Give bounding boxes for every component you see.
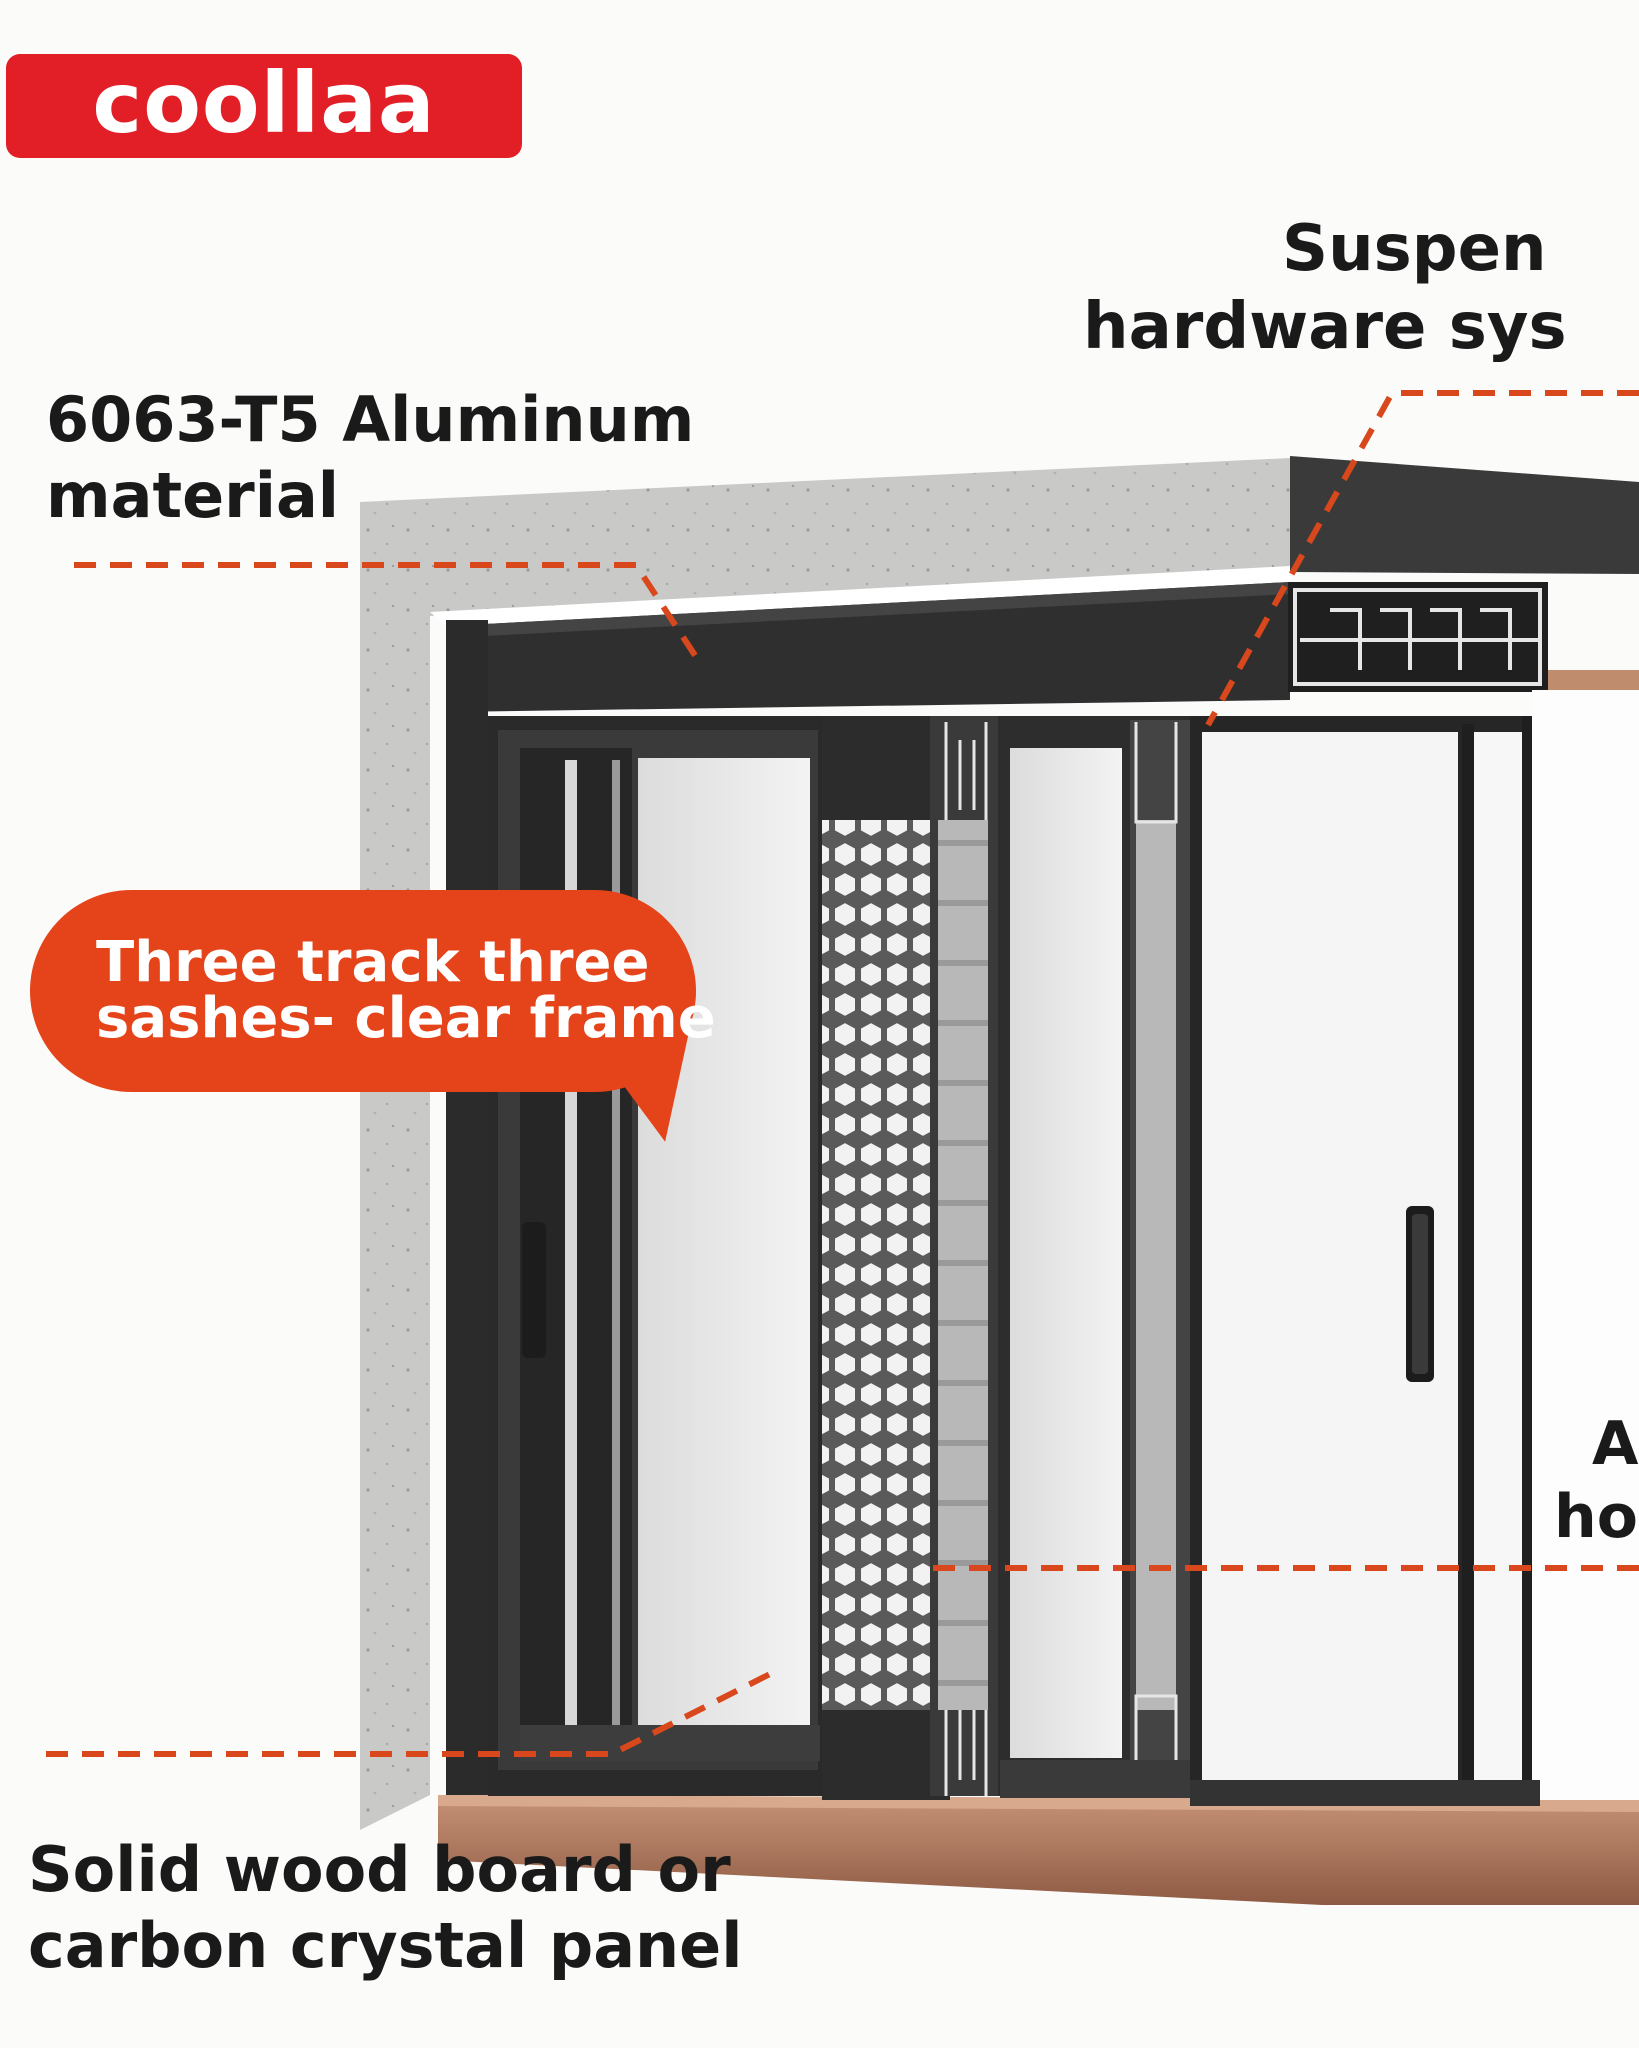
- callout-line: Al: [1592, 1409, 1639, 1479]
- concrete-wall: [360, 458, 1290, 1830]
- ceiling-block: [1290, 456, 1639, 574]
- brand-logo: coollaa: [6, 54, 522, 158]
- callout-line: Solid wood board or: [28, 1833, 731, 1906]
- honeycomb-core: [822, 820, 950, 1710]
- leader-aluminum: [74, 562, 701, 662]
- left-frame-post: [446, 620, 488, 1795]
- bubble-line: Three track three: [96, 930, 650, 995]
- door-handle-icon: [522, 1222, 546, 1358]
- callout-line: material: [46, 458, 340, 532]
- callout-honeycomb: Al hon: [1552, 1408, 1639, 1554]
- callout-line: carbon crystal panel: [28, 1908, 743, 1982]
- callout-line: Suspen: [1282, 212, 1547, 286]
- callout-line: hardware sys: [1083, 290, 1567, 365]
- leader-wood: [46, 1671, 772, 1757]
- speech-bubble: Three track three sashes- clear frame: [30, 890, 716, 1092]
- wood-board: [438, 1795, 1639, 1905]
- callout-line: 6063-T5 Aluminum: [46, 383, 695, 456]
- top-frame: [446, 582, 1290, 712]
- leader-hardware: [1205, 390, 1639, 727]
- callout-wood-board: Solid wood board or carbon crystal panel: [28, 1832, 742, 1983]
- callout-suspension-hardware: Suspen hardware sys: [1079, 210, 1639, 366]
- bubble-line: sashes- clear frame: [96, 986, 716, 1051]
- brand-logo-text: coollaa: [92, 54, 436, 152]
- callout-line: hon: [1554, 1482, 1639, 1553]
- callout-aluminum-material: 6063-T5 Aluminum material: [46, 382, 694, 533]
- top-profile-section: [1288, 582, 1548, 692]
